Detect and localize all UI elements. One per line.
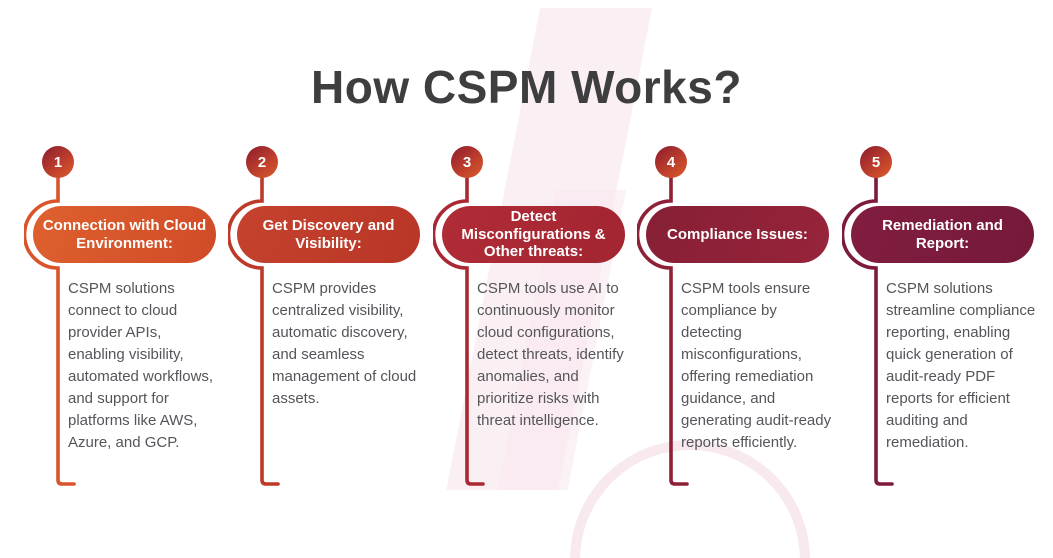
step-column-3: 3 Detect Misconfigurations & Other threa… [433, 145, 638, 510]
step-connector-line [637, 176, 689, 486]
step-title: Detect Misconfigurations & Other threats… [461, 208, 606, 261]
step-number: 1 [53, 153, 63, 171]
step-title-pill: Detect Misconfigurations & Other threats… [442, 206, 625, 263]
step-column-5: 5 Remediation and Report: CSPM solutions… [842, 145, 1047, 510]
step-number: 2 [257, 153, 267, 171]
step-connector-line [228, 176, 280, 486]
step-connector-line [433, 176, 485, 486]
step-number-badge: 3 [451, 146, 483, 178]
step-title-pill: Compliance Issues: [646, 206, 829, 263]
step-column-2: 2 Get Discovery and Visibility: CSPM pro… [228, 145, 433, 510]
step-number: 5 [871, 153, 881, 171]
step-description: CSPM tools use AI to continuously monito… [477, 280, 624, 429]
step-title: Get Discovery and Visibility: [262, 217, 395, 252]
page-title: How CSPM Works? [311, 61, 742, 113]
step-number-badge: 5 [860, 146, 892, 178]
step-title: Compliance Issues: [667, 225, 808, 243]
step-title-pill: Connection with Cloud Environment: [33, 206, 216, 263]
step-description: CSPM solutions streamline compliance rep… [886, 280, 1036, 451]
step-connector-line [842, 176, 894, 486]
step-number: 3 [462, 153, 472, 171]
step-description: CSPM tools ensure compliance by detectin… [681, 280, 832, 451]
step-number-badge: 2 [246, 146, 278, 178]
step-number-badge: 4 [655, 146, 687, 178]
step-column-4: 4 Compliance Issues: CSPM tools ensure c… [637, 145, 842, 510]
step-column-1: 1 Connection with Cloud Environment: CSP… [24, 145, 229, 510]
step-title: Connection with Cloud Environment: [42, 217, 207, 252]
step-title: Remediation and Report: [882, 217, 1003, 252]
step-title-pill: Get Discovery and Visibility: [237, 206, 420, 263]
step-description: CSPM solutions connect to cloud provider… [68, 280, 214, 451]
step-number: 4 [666, 153, 676, 171]
step-number-badge: 1 [42, 146, 74, 178]
step-connector-line [24, 176, 76, 486]
step-title-pill: Remediation and Report: [851, 206, 1034, 263]
step-description: CSPM provides centralized visibility, au… [272, 280, 417, 407]
